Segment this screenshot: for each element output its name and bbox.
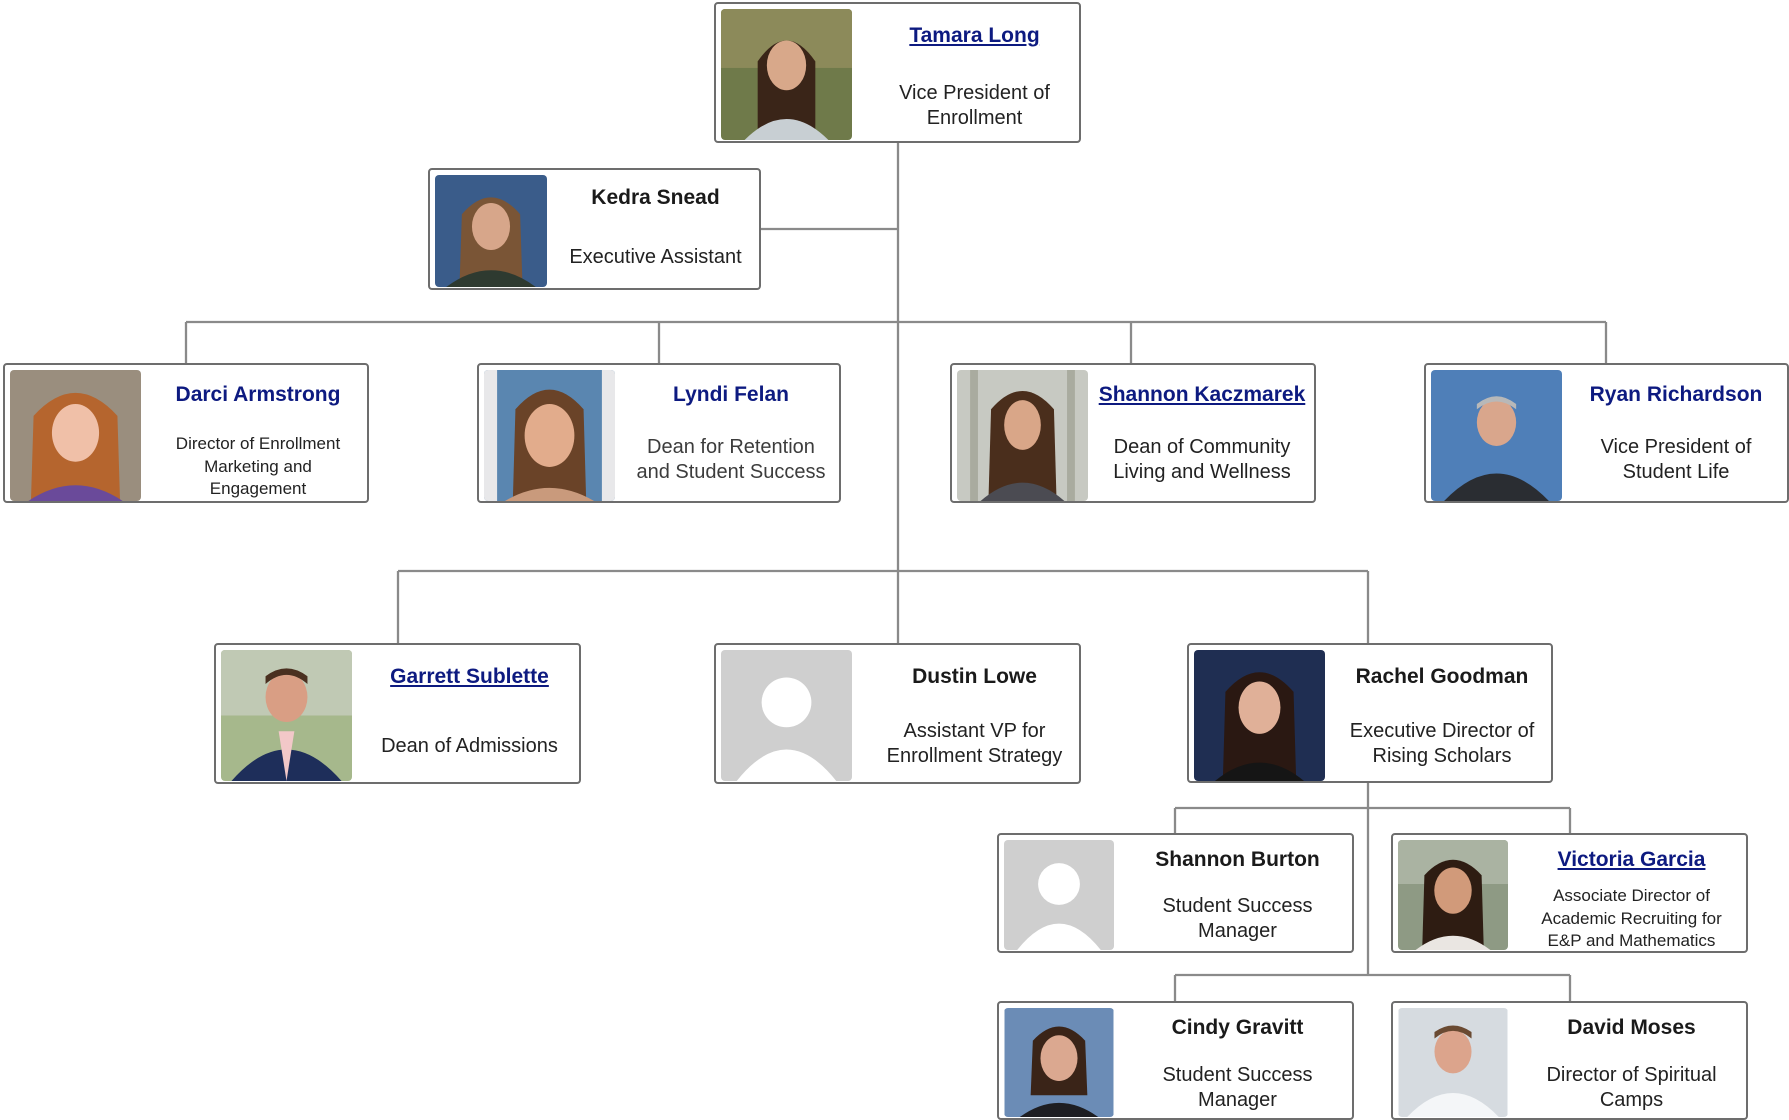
name-ryan-richardson[interactable]: Ryan Richardson	[1589, 383, 1763, 406]
card-victoria-garcia[interactable]: Victoria Garcia Associate Director of Ac…	[1391, 833, 1748, 953]
photo-lyndi-felan	[484, 370, 615, 501]
title-victoria-garcia: Associate Director of Academic Recruitin…	[1541, 886, 1722, 950]
photo-garrett-sublette	[221, 650, 352, 781]
name-kedra-snead: Kedra Snead	[591, 186, 720, 209]
photo-tamara-long	[721, 9, 852, 140]
title-darci-armstrong: Director of Enrollment Marketing and Eng…	[175, 434, 341, 498]
name-victoria-garcia[interactable]: Victoria Garcia	[1557, 848, 1706, 871]
card-kedra-snead[interactable]: Kedra Snead Executive Assistant	[428, 168, 761, 290]
card-darci-armstrong[interactable]: Darci Armstrong Director of Enrollment M…	[3, 363, 369, 503]
card-shannon-burton[interactable]: Shannon Burton Student Success Manager	[997, 833, 1354, 953]
title-garrett-sublette: Dean of Admissions	[381, 735, 558, 757]
card-dustin-lowe[interactable]: Dustin Lowe Assistant VP for Enrollment …	[714, 643, 1081, 784]
name-shannon-kaczmarek[interactable]: Shannon Kaczmarek	[1098, 383, 1306, 406]
title-cindy-gravitt: Student Success Manager	[1162, 1064, 1313, 1111]
photo-rachel-goodman	[1194, 650, 1325, 781]
name-tamara-long[interactable]: Tamara Long	[909, 24, 1040, 47]
title-ryan-richardson: Vice President of Student Life	[1600, 436, 1752, 483]
photo-kedra-snead	[435, 175, 547, 287]
card-tamara-long[interactable]: Tamara Long Vice President of Enrollment	[714, 2, 1081, 143]
card-cindy-gravitt[interactable]: Cindy Gravitt Student Success Manager	[997, 1001, 1354, 1120]
card-shannon-kaczmarek[interactable]: Shannon Kaczmarek Dean of Community Livi…	[950, 363, 1316, 503]
card-garrett-sublette[interactable]: Garrett Sublette Dean of Admissions	[214, 643, 581, 784]
name-rachel-goodman: Rachel Goodman	[1355, 665, 1529, 688]
photo-darci-armstrong	[10, 370, 141, 501]
card-lyndi-felan[interactable]: Lyndi Felan Dean for Retention and Stude…	[477, 363, 841, 503]
photo-victoria-garcia	[1398, 840, 1508, 950]
title-shannon-kaczmarek: Dean of Community Living and Wellness	[1113, 436, 1291, 483]
title-shannon-burton: Student Success Manager	[1162, 895, 1313, 942]
name-lyndi-felan[interactable]: Lyndi Felan	[673, 383, 789, 406]
photo-ryan-richardson	[1431, 370, 1562, 501]
name-david-moses: David Moses	[1567, 1016, 1696, 1039]
photo-cindy-gravitt	[1004, 1008, 1114, 1117]
name-cindy-gravitt: Cindy Gravitt	[1171, 1016, 1304, 1039]
title-david-moses: Director of Spiritual Camps	[1546, 1064, 1717, 1111]
name-garrett-sublette[interactable]: Garrett Sublette	[390, 665, 549, 688]
name-darci-armstrong[interactable]: Darci Armstrong	[175, 383, 341, 406]
title-lyndi-felan: Dean for Retention and Student Success	[636, 436, 826, 483]
title-rachel-goodman: Executive Director of Rising Scholars	[1349, 720, 1535, 767]
photo-dustin-lowe	[721, 650, 852, 781]
name-shannon-burton: Shannon Burton	[1155, 848, 1320, 871]
card-ryan-richardson[interactable]: Ryan Richardson Vice President of Studen…	[1424, 363, 1789, 503]
card-david-moses[interactable]: David Moses Director of Spiritual Camps	[1391, 1001, 1748, 1120]
name-dustin-lowe: Dustin Lowe	[912, 665, 1037, 688]
card-rachel-goodman[interactable]: Rachel Goodman Executive Director of Ris…	[1187, 643, 1553, 783]
title-kedra-snead: Executive Assistant	[569, 246, 742, 268]
photo-shannon-burton	[1004, 840, 1114, 950]
photo-shannon-kaczmarek	[957, 370, 1088, 501]
photo-david-moses	[1398, 1008, 1508, 1117]
title-dustin-lowe: Assistant VP for Enrollment Strategy	[886, 720, 1063, 767]
title-tamara-long: Vice President of Enrollment	[899, 82, 1050, 129]
